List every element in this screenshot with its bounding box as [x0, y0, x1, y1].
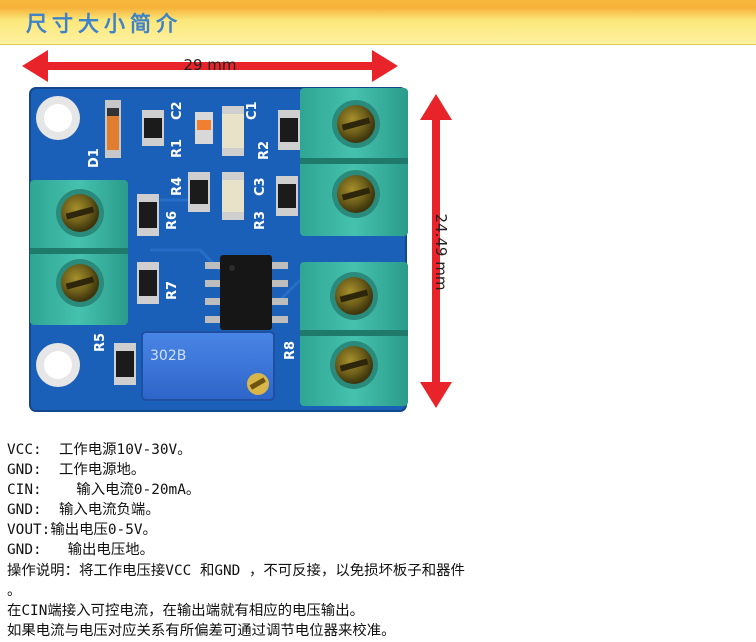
- width-arrow: 29 mm: [22, 50, 398, 82]
- spec-line-cin-note: 在CIN端接入可控电流，在输出端就有相应的电压输出。: [7, 602, 364, 619]
- mounting-hole-top: [36, 96, 80, 140]
- potentiometer: 302B: [141, 331, 275, 401]
- spec-line-operation-end: 。: [7, 582, 22, 599]
- width-label: 29 mm: [183, 56, 236, 74]
- silk-r1: R1: [170, 139, 185, 158]
- ic-chip: [205, 255, 288, 330]
- silk-r6: R6: [165, 211, 180, 230]
- silk-r5: R5: [93, 333, 108, 352]
- mounting-hole-bottom: [36, 343, 80, 387]
- silk-r7: R7: [165, 281, 180, 300]
- spec-description: VCC: 工作电源10V-30V。 GND: 工作电源地。 CIN: 输入电流0…: [7, 440, 752, 641]
- spec-line-gnd-power: GND: 工作电源地。: [7, 462, 146, 479]
- spec-line-vout: VOUT:输出电压0-5V。: [7, 522, 157, 539]
- spec-line-operation: 操作说明：将工作电压接VCC 和GND ，不可反接，以免损坏板子和器件: [7, 562, 465, 579]
- silk-r4: R4: [170, 177, 185, 196]
- silk-c2: C2: [170, 101, 185, 120]
- height-arrow: 24.49 mm: [420, 94, 452, 408]
- silk-r8: R8: [283, 341, 298, 360]
- height-label: 24.49 mm: [432, 214, 450, 291]
- silk-c3: C3: [253, 177, 268, 196]
- terminal-block-left: [30, 180, 128, 325]
- spec-line-gnd-output: GND: 输出电压地。: [7, 542, 154, 559]
- spec-line-cin: CIN: 输入电流0-20mA。: [7, 482, 201, 499]
- silk-c1: C1: [245, 101, 260, 120]
- smd-components: [105, 100, 300, 385]
- silk-d1: D1: [87, 148, 102, 168]
- silk-r2: R2: [257, 141, 272, 160]
- spec-line-gnd-input: GND: 输入电流负端。: [7, 502, 160, 519]
- terminal-block-top-right: [300, 88, 408, 236]
- title-banner: 尺寸大小简介: [0, 0, 756, 45]
- product-photo: 302B D1 R1 C2 C1 R2 R4: [22, 50, 452, 412]
- banner-title: 尺寸大小简介: [26, 11, 182, 36]
- silk-r3: R3: [253, 211, 268, 230]
- spec-line-calibration: 如果电流与电压对应关系有所偏差可通过调节电位器来校准。: [7, 622, 396, 639]
- spec-line-vcc: VCC: 工作电源10V-30V。: [7, 442, 192, 458]
- terminal-block-bottom-right: [300, 262, 408, 406]
- pot-label: 302B: [150, 348, 186, 364]
